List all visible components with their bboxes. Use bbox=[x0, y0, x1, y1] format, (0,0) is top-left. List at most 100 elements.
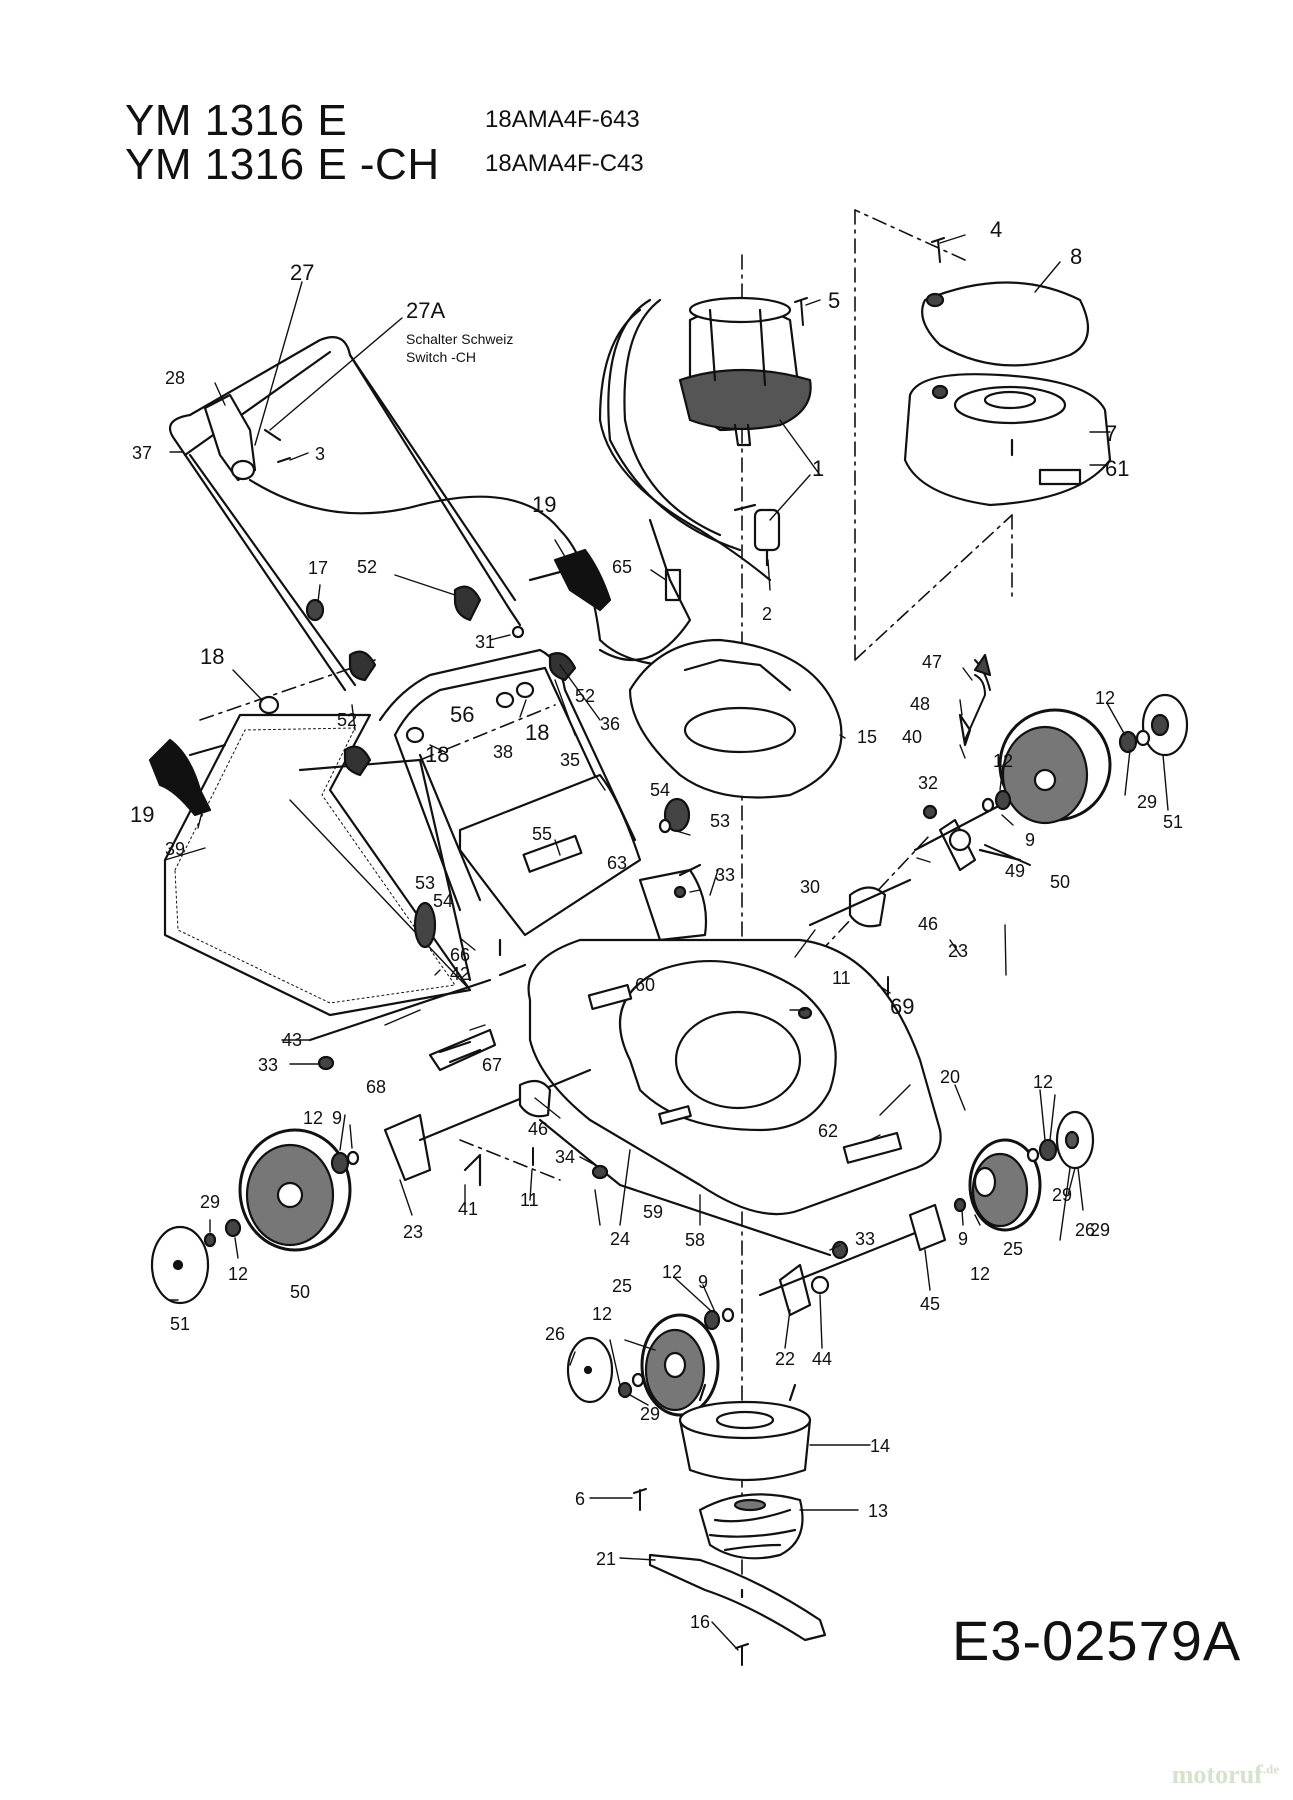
wheel-part-50-rear bbox=[998, 708, 1112, 825]
note-line-en: Switch -CH bbox=[406, 349, 477, 365]
wheel-part-25-right bbox=[968, 1138, 1042, 1232]
part-label-29-e: 29 bbox=[1090, 1220, 1110, 1240]
part-label-12-h: 12 bbox=[592, 1304, 612, 1324]
part-label-6: 6 bbox=[575, 1489, 585, 1509]
part-label-40: 40 bbox=[902, 727, 922, 747]
part-label-14: 14 bbox=[870, 1436, 890, 1456]
part-label-12-g: 12 bbox=[662, 1262, 682, 1282]
part-label-45: 45 bbox=[920, 1294, 940, 1314]
part-label-23-a: 23 bbox=[948, 941, 968, 961]
part-label-35: 35 bbox=[560, 750, 580, 770]
part-label-27: 27 bbox=[290, 260, 314, 285]
part-label-42: 42 bbox=[450, 964, 470, 984]
part-label-19-lower: 19 bbox=[130, 802, 154, 827]
part-label-29-d: 29 bbox=[640, 1404, 660, 1424]
part-label-1: 1 bbox=[812, 456, 824, 481]
height-adjuster-part-23-rear bbox=[913, 798, 1022, 872]
swiss-switch-note: Schalter Schweiz Switch -CH bbox=[406, 330, 513, 366]
cable-connector-part-65 bbox=[598, 518, 692, 662]
part-label-47: 47 bbox=[922, 652, 942, 672]
motor-part-1 bbox=[598, 296, 812, 582]
part-label-24: 24 bbox=[610, 1229, 630, 1249]
part-label-49: 49 bbox=[1005, 861, 1025, 881]
part-label-65: 65 bbox=[612, 557, 632, 577]
part-label-56: 56 bbox=[450, 702, 474, 727]
model-name-1: YM 1316 E bbox=[125, 96, 348, 145]
part-label-52-b: 52 bbox=[575, 686, 595, 706]
part-label-53-b: 53 bbox=[415, 873, 435, 893]
wheel-part-25-left bbox=[640, 1313, 720, 1417]
part-label-33-a: 33 bbox=[715, 865, 735, 885]
part-label-5: 5 bbox=[828, 288, 840, 313]
part-label-9-a: 9 bbox=[1025, 830, 1035, 850]
part-number-labels: 4 8 5 27 27A 28 37 3 7 61 1 19 17 52 65 … bbox=[130, 217, 1183, 1632]
misc-small-parts bbox=[308, 438, 1014, 1187]
part-label-59: 59 bbox=[643, 1202, 663, 1222]
part-label-8: 8 bbox=[1070, 244, 1082, 269]
handle-knob-part-19-lower bbox=[148, 738, 227, 817]
part-label-12-e: 12 bbox=[970, 1264, 990, 1284]
part-label-54-b: 54 bbox=[433, 891, 453, 911]
part-label-26-a: 26 bbox=[1075, 1220, 1095, 1240]
part-label-2: 2 bbox=[762, 604, 772, 624]
grass-bag-part-39 bbox=[163, 713, 472, 1017]
wheel-nuts-and-washers bbox=[203, 729, 1151, 1399]
part-label-12-c: 12 bbox=[1033, 1072, 1053, 1092]
handle-lever-part-45 bbox=[908, 1203, 947, 1252]
switch-box-parts-27-28 bbox=[203, 393, 662, 667]
part-label-37: 37 bbox=[132, 443, 152, 463]
mower-deck-part-20 bbox=[527, 938, 942, 1216]
part-label-29-a: 29 bbox=[1137, 792, 1157, 812]
part-label-55: 55 bbox=[532, 824, 552, 844]
blade-adapter-part-14 bbox=[678, 1383, 812, 1482]
part-label-27a: 27A bbox=[406, 298, 445, 323]
part-label-9-b: 9 bbox=[332, 1108, 342, 1128]
part-label-54-a: 54 bbox=[650, 780, 670, 800]
part-label-12-b: 12 bbox=[993, 751, 1013, 771]
part-label-31: 31 bbox=[475, 632, 495, 652]
part-label-48: 48 bbox=[910, 694, 930, 714]
part-label-41: 41 bbox=[458, 1199, 478, 1219]
part-label-25-b: 25 bbox=[612, 1276, 632, 1296]
capacitor-part-2 bbox=[733, 503, 781, 567]
part-label-33-b: 33 bbox=[258, 1055, 278, 1075]
part-label-11-b: 11 bbox=[520, 1190, 539, 1210]
part-label-38: 38 bbox=[493, 742, 513, 762]
part-label-33-c: 33 bbox=[855, 1229, 875, 1249]
watermark-main: motoruf bbox=[1171, 1760, 1263, 1789]
part-label-63: 63 bbox=[607, 853, 627, 873]
motor-mount-part-15 bbox=[628, 638, 843, 799]
rear-flap-parts-35-55 bbox=[458, 773, 708, 942]
part-label-36: 36 bbox=[600, 714, 620, 734]
part-label-62: 62 bbox=[818, 1121, 838, 1141]
part-label-25-a: 25 bbox=[1003, 1239, 1023, 1259]
part-label-20: 20 bbox=[940, 1067, 960, 1087]
part-label-17: 17 bbox=[308, 558, 328, 578]
part-label-39: 39 bbox=[165, 839, 185, 859]
part-label-46-b: 46 bbox=[528, 1119, 548, 1139]
motor-cover-part-8 bbox=[921, 281, 1090, 367]
part-label-51-b: 51 bbox=[170, 1314, 190, 1334]
motor-hood-part-7 bbox=[903, 373, 1112, 507]
part-label-61: 61 bbox=[1105, 456, 1129, 481]
fan-part-13 bbox=[698, 1493, 804, 1560]
part-label-34: 34 bbox=[555, 1147, 575, 1167]
handle-knob-part-19-upper bbox=[528, 548, 612, 612]
part-label-44: 44 bbox=[812, 1349, 832, 1369]
part-label-67: 67 bbox=[482, 1055, 502, 1075]
part-label-13: 13 bbox=[868, 1501, 888, 1521]
part-label-50-a: 50 bbox=[1050, 872, 1070, 892]
part-label-19-upper: 19 bbox=[532, 492, 556, 517]
site-watermark: motoruf.de bbox=[1172, 1760, 1279, 1790]
part-label-32: 32 bbox=[918, 773, 938, 793]
part-label-30: 30 bbox=[800, 877, 820, 897]
hubcap-part-51-rear bbox=[1141, 693, 1189, 757]
wheel-part-50-front bbox=[238, 1128, 352, 1252]
part-label-18-a: 18 bbox=[200, 644, 224, 669]
part-label-7: 7 bbox=[1105, 421, 1117, 446]
part-label-29-b: 29 bbox=[1052, 1185, 1072, 1205]
part-label-29-c: 29 bbox=[200, 1192, 220, 1212]
part-label-46-a: 46 bbox=[918, 914, 938, 934]
part-label-18-b: 18 bbox=[425, 742, 449, 767]
height-adjuster-part-23-front bbox=[383, 1068, 592, 1182]
